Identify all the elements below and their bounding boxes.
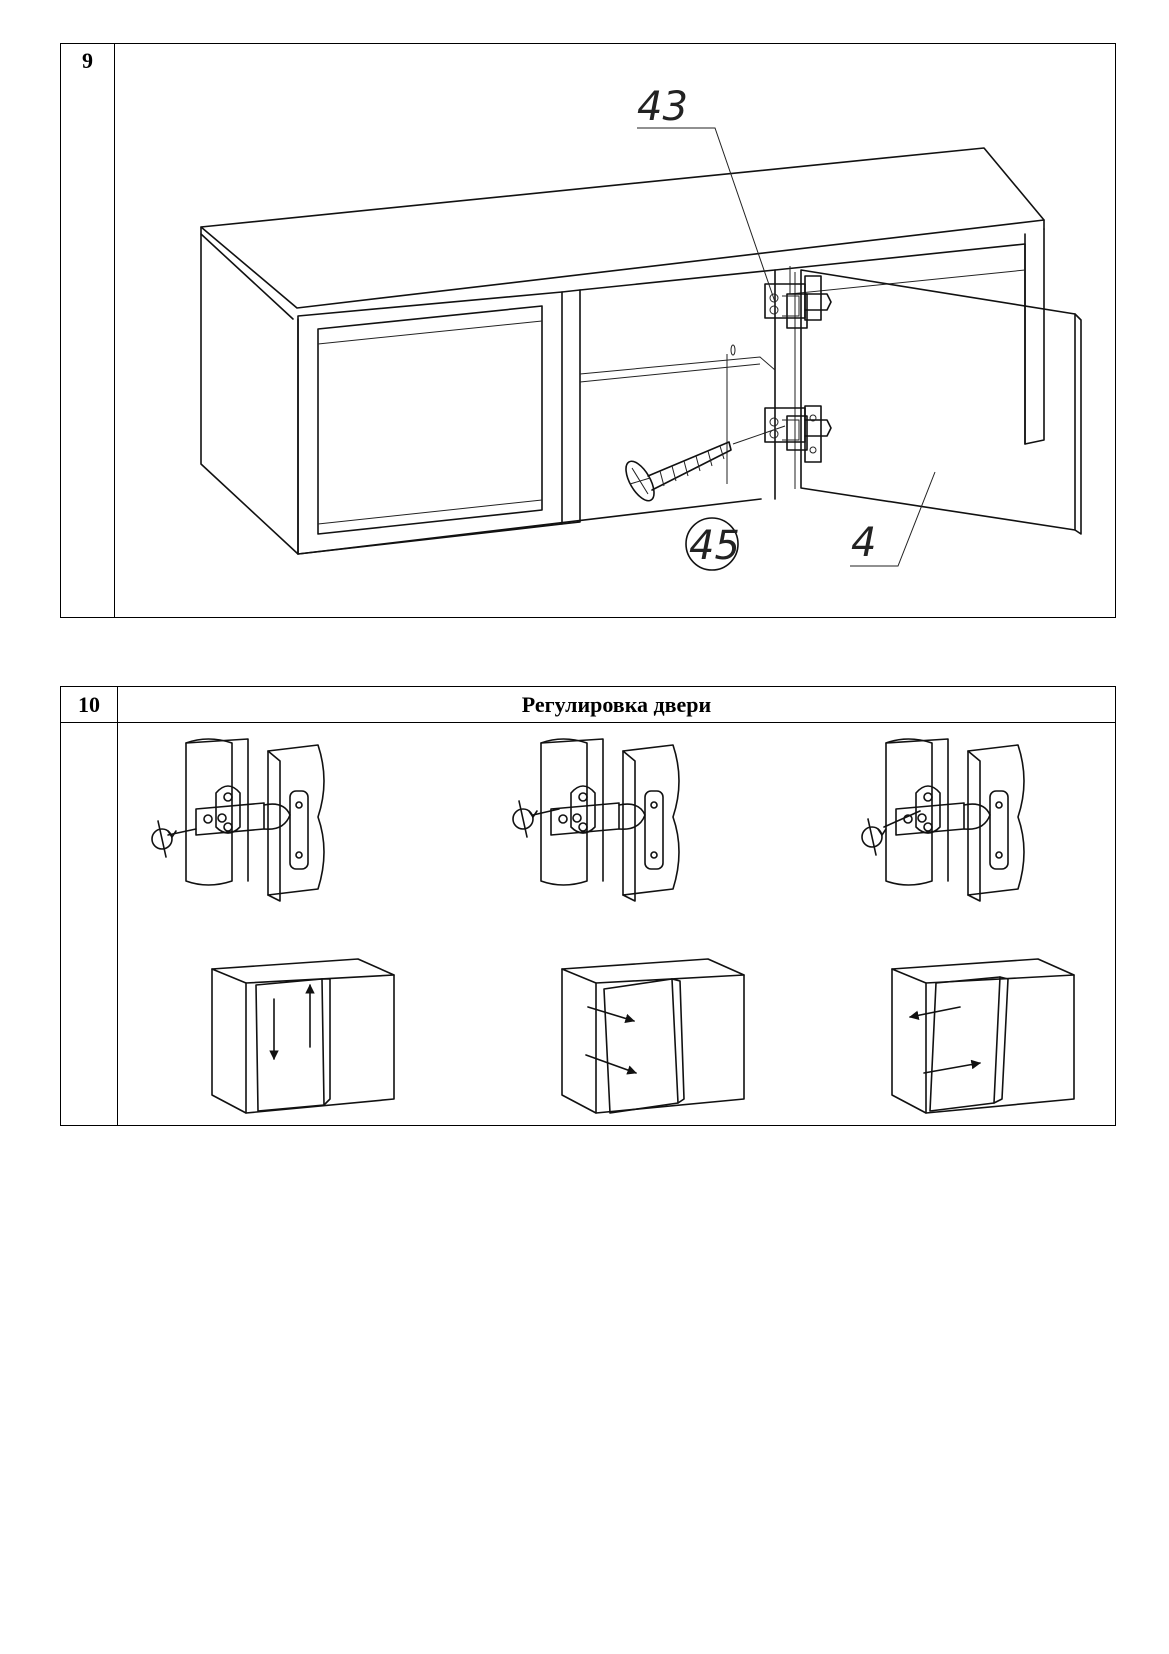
step-9-frame: 9 (60, 43, 1116, 618)
door-lateral-shift-illustration-1 (561, 958, 745, 1114)
rotate-icon (861, 818, 887, 856)
door-lateral-shift-illustration-2 (891, 958, 1075, 1114)
screw-icon (625, 441, 732, 502)
rotate-icon (151, 820, 177, 858)
step-10-frame: 10 Регулировка двери (60, 686, 1116, 1126)
door-vertical-shift-illustration (211, 958, 395, 1114)
callout-screw-number: 45 (689, 523, 740, 569)
callout-hinge-number: 43 (637, 84, 688, 130)
step-10-number: 10 (61, 687, 118, 723)
callout-door-number: 4 (851, 520, 876, 566)
hinge-adjustment-illustration-2 (512, 738, 680, 902)
step-9-number: 9 (61, 44, 115, 617)
door-adjustment-illustrations (151, 738, 1075, 1114)
step-10-number-column (61, 723, 118, 1125)
hinge-adjustment-illustration-1 (151, 738, 325, 902)
cabinet-assembly-illustration: 43 45 4 (200, 84, 1082, 571)
rotate-icon (512, 800, 538, 838)
step-10-title: Регулировка двери (118, 687, 1115, 723)
hinge-adjustment-illustration-3 (861, 738, 1025, 902)
